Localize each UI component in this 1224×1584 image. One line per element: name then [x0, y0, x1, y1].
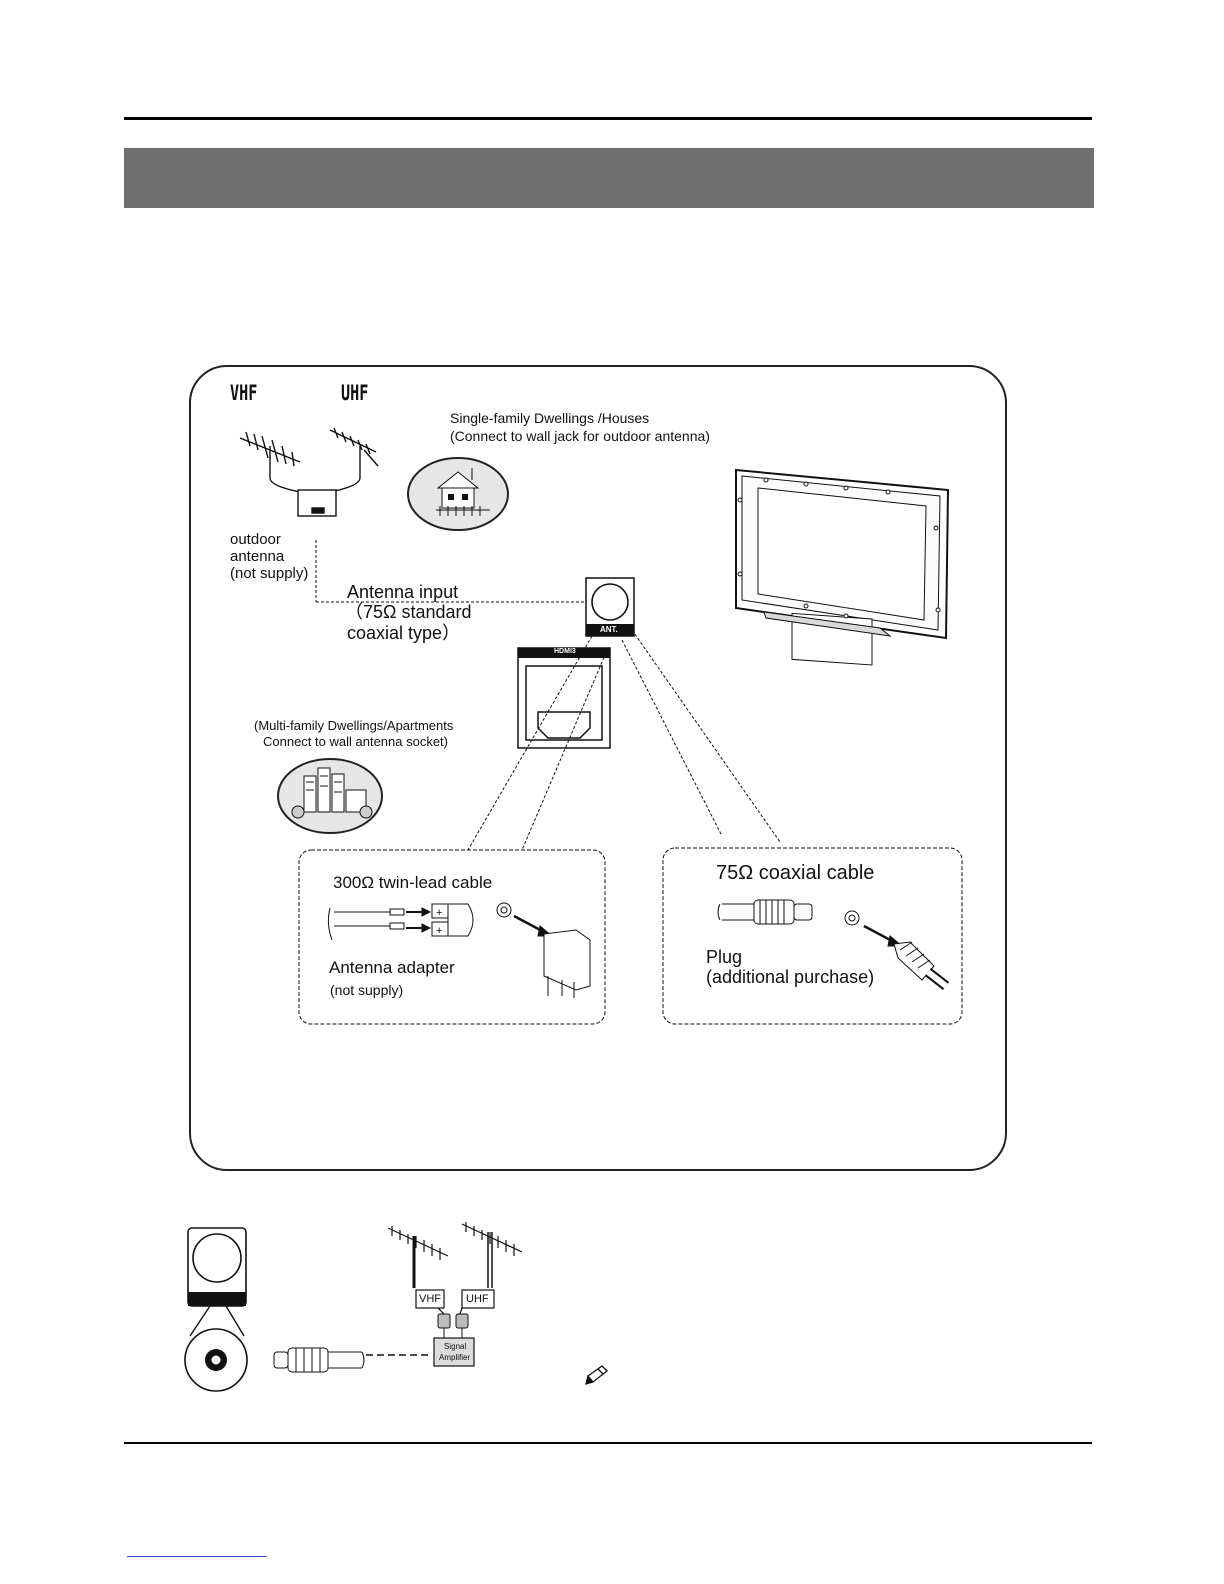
tv-rear-icon [735, 468, 950, 666]
house-icon [407, 457, 509, 531]
outdoor-antenna-label-3: (not supply) [230, 565, 309, 582]
amp-vhf-label: VHF [419, 1293, 441, 1305]
antenna-input-label-2: （75Ω standard [345, 602, 472, 622]
section-title-band [124, 148, 1094, 208]
svg-text:+: + [436, 907, 442, 919]
rooftop-antenna-icon [387, 1222, 523, 1315]
ant-jack-icon [585, 577, 635, 637]
vhf-label: VHF [230, 381, 258, 405]
coaxial-title: 75Ω coaxial cable [716, 862, 875, 884]
multi-family-label-1: (Multi-family Dwellings/Apartments [254, 718, 454, 733]
wall-jack-icon [184, 1227, 248, 1392]
amplifier-label-1: Signal [444, 1342, 467, 1351]
antenna-input-label-1: Antenna input [347, 582, 459, 602]
footer-rule [124, 1442, 1092, 1444]
hdmi-label: HDMI3 [554, 648, 576, 655]
footer-link-underline[interactable] [127, 1556, 267, 1557]
coaxial-cable-icon [273, 1347, 365, 1373]
antenna-adapter-note: (not supply) [330, 982, 404, 998]
uhf-label: UHF [341, 381, 369, 405]
antenna-input-label-3: coaxial type） [347, 623, 461, 643]
signal-amplifier-box [433, 1337, 475, 1367]
single-family-label-1: Single-family Dwellings /Houses [450, 410, 650, 426]
outdoor-antenna-label-1: outdoor [230, 531, 281, 548]
coaxial-plug-icon [717, 899, 950, 990]
plug-label: Plug [706, 947, 743, 967]
coaxial-box [662, 847, 963, 1025]
apartment-icon [277, 758, 383, 834]
amp-uhf-label: UHF [466, 1293, 489, 1305]
ant-jack-label: ANT. [600, 625, 618, 634]
plug-note: (additional purchase) [706, 967, 875, 987]
pencil-note-icon [585, 1365, 608, 1385]
header-rule [124, 117, 1092, 120]
multi-family-label-2: Connect to wall antenna socket) [263, 734, 448, 749]
twin-lead-title: 300Ω twin-lead cable [333, 873, 493, 892]
antenna-adapter-label: Antenna adapter [329, 958, 455, 977]
outdoor-antenna-label-2: antenna [230, 548, 285, 565]
connector-icon [437, 1313, 469, 1338]
hdmi-port-icon [517, 647, 611, 749]
connection-diagram-panel [189, 365, 1007, 1171]
single-family-label-2: (Connect to wall jack for outdoor antenn… [450, 428, 710, 444]
twin-lead-box [298, 849, 606, 1025]
svg-text:+: + [436, 925, 442, 937]
twin-lead-adapter-icon: + + [327, 902, 591, 998]
outdoor-antenna-icon [239, 427, 379, 517]
amplifier-label-2: Amplifier [439, 1353, 471, 1362]
